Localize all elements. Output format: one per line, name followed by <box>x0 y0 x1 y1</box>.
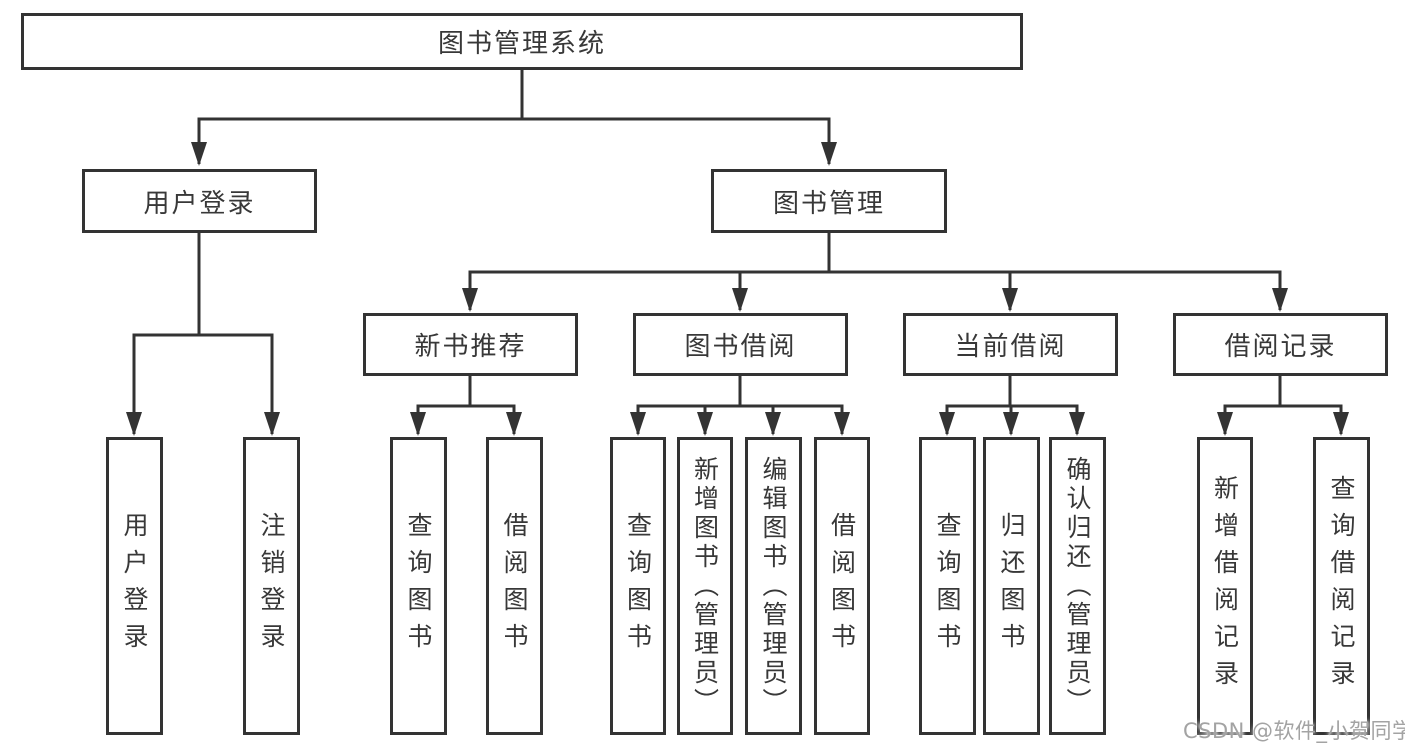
leaf-add-borrow-record: 新增借阅记录 <box>1197 437 1253 735</box>
leaf-logout: 注销登录 <box>243 437 300 735</box>
leaf-query-books-recommend: 查询图书 <box>390 437 447 735</box>
leaf-borrow-books-recommend: 借阅图书 <box>486 437 543 735</box>
node-current-borrow: 当前借阅 <box>903 313 1118 376</box>
leaf-borrow-books: 借阅图书 <box>814 437 870 735</box>
leaf-user-login: 用户登录 <box>106 437 163 735</box>
leaf-query-books-borrow: 查询图书 <box>610 437 666 735</box>
leaf-add-book-admin: 新增图书（管理员） <box>677 437 733 735</box>
leaf-query-books-current: 查询图书 <box>919 437 976 735</box>
leaf-confirm-return-admin: 确认归还（管理员） <box>1049 437 1106 735</box>
leaf-return-book: 归还图书 <box>983 437 1040 735</box>
node-book-borrow: 图书借阅 <box>633 313 848 376</box>
leaf-query-borrow-record: 查询借阅记录 <box>1313 437 1370 735</box>
node-borrow-records: 借阅记录 <box>1173 313 1388 376</box>
node-new-book-recommend: 新书推荐 <box>363 313 578 376</box>
node-user-login: 用户登录 <box>82 169 317 233</box>
node-book-management: 图书管理 <box>711 169 947 233</box>
watermark: CSDN @软件_小贺同学 <box>1183 719 1405 743</box>
leaf-edit-book-admin: 编辑图书（管理员） <box>745 437 802 735</box>
node-library-management-system: 图书管理系统 <box>21 13 1023 70</box>
